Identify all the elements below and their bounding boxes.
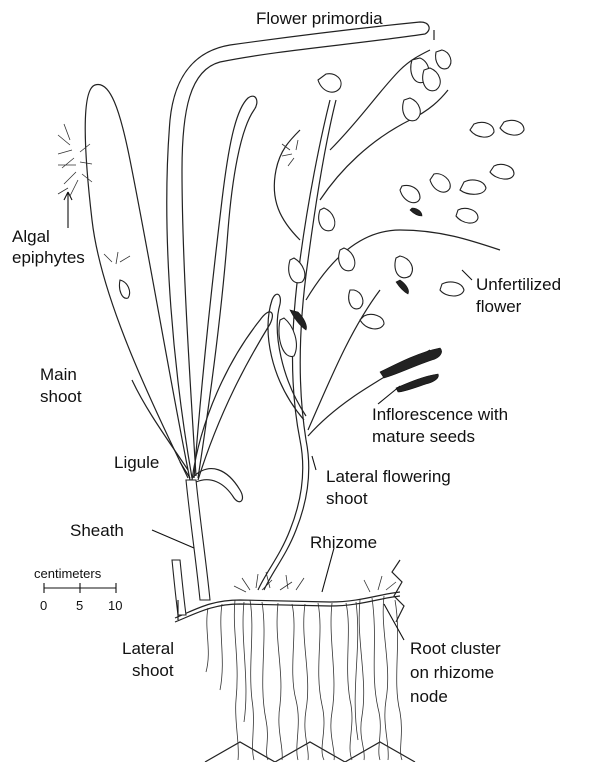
label-root-cluster: Root cluster [410,638,501,659]
label-inflorescence: Inflorescence with [372,404,508,425]
label-sheath: Sheath [70,520,124,541]
label-flower-primordia: Flower primordia [256,8,383,29]
label-lateral-shoot: shoot [132,660,174,681]
label-flower: flower [476,296,521,317]
label-mature-seeds: mature seeds [372,426,475,447]
scale-tick-5: 5 [76,598,83,613]
label-main-shoot: shoot [40,386,82,407]
label-lateral-flowering: Lateral flowering [326,466,451,487]
label-rhizome: Rhizome [310,532,377,553]
label-lateral: Lateral [122,638,174,659]
label-node: node [410,686,448,707]
scale-tick-10: 10 [108,598,122,613]
root-system [206,596,402,760]
sheath-base [186,480,210,600]
lateral-shoot-base [172,560,186,615]
label-algal: Algal [12,226,50,247]
label-main: Main [40,364,77,385]
label-centimeters: centimeters [34,566,101,581]
mature-seeds [290,208,442,392]
label-lateral-flowering-shoot: shoot [326,488,368,509]
label-on-rhizome: on rhizome [410,662,494,683]
rhizome-cut [392,560,404,622]
label-ligule: Ligule [114,452,159,473]
small-tuft [282,140,298,166]
scale-bar-graphic [44,583,116,593]
label-unfertilized: Unfertilized [476,274,561,295]
label-epiphytes: epiphytes [12,247,85,268]
scale-tick-0: 0 [40,598,47,613]
sediment-zigzag [205,742,415,762]
